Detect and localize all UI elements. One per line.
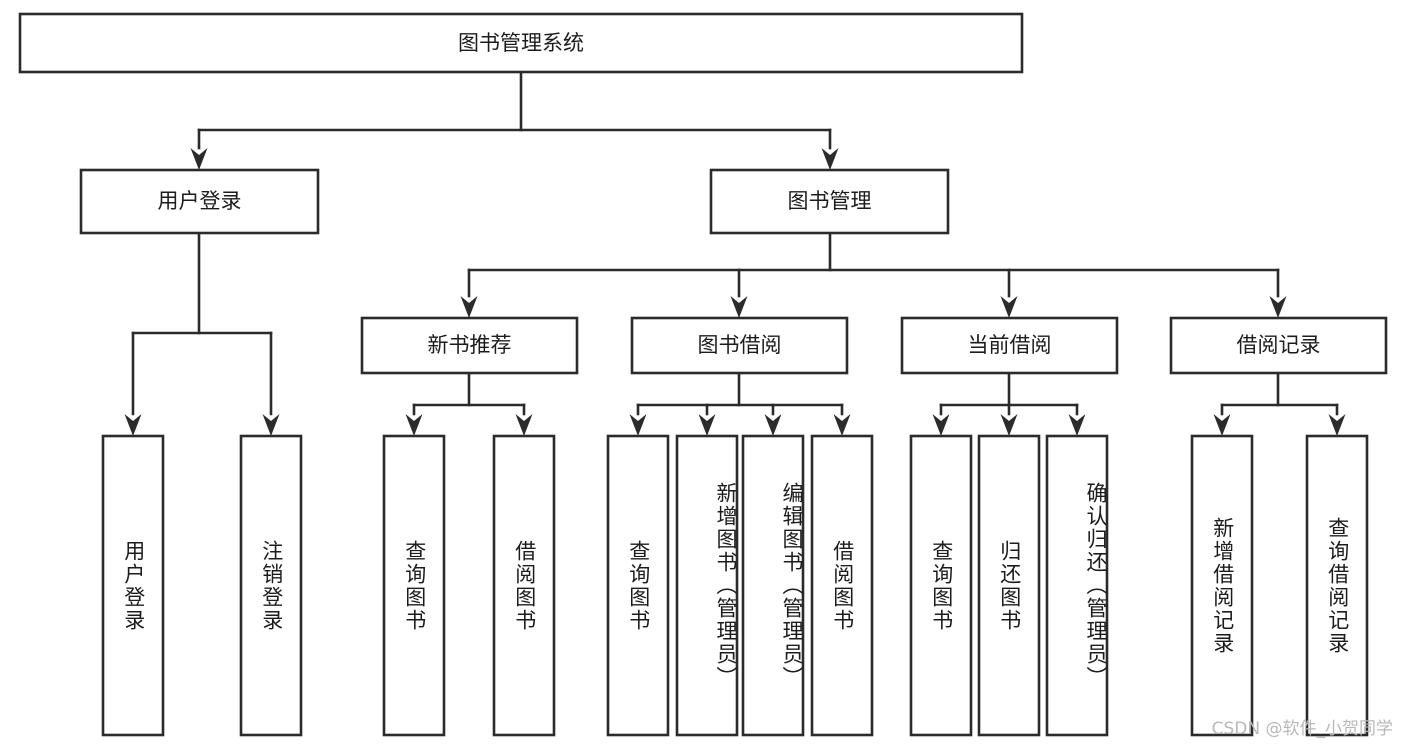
node-book-management[interactable]: 图书管理 — [709, 168, 950, 235]
connector-currentborrow-to-leaves — [932, 371, 1086, 436]
node-book-borrow-label: 图书借阅 — [698, 333, 782, 357]
leaf-box-confirm-return[interactable] — [1045, 434, 1109, 737]
node-root[interactable]: 图书管理系统 — [18, 12, 1024, 74]
connector-root-to-level1 — [190, 70, 839, 170]
node-user-login[interactable]: 用户登录 — [79, 168, 320, 235]
leaf-box-query-book-1[interactable] — [382, 434, 446, 737]
connector-bookmgmt-to-level2 — [460, 231, 1287, 318]
leaf-box-logout[interactable] — [239, 434, 303, 737]
csdn-watermark: CSDN @软件_小贺同学 — [1211, 719, 1393, 739]
connector-borrowrecord-to-leaves — [1213, 371, 1346, 436]
node-current-borrow[interactable]: 当前借阅 — [900, 316, 1119, 375]
node-new-book-recommend[interactable]: 新书推荐 — [360, 316, 579, 375]
node-current-borrow-label: 当前借阅 — [968, 333, 1052, 357]
leaf-box-borrow-book-2[interactable] — [810, 434, 874, 737]
node-borrow-record-label: 借阅记录 — [1237, 333, 1321, 357]
leaf-box-user-login[interactable] — [101, 434, 165, 737]
leaf-box-add-book[interactable] — [675, 434, 739, 737]
leaf-box-query-book-3[interactable] — [909, 434, 973, 737]
node-borrow-record[interactable]: 借阅记录 — [1169, 316, 1388, 375]
node-root-label: 图书管理系统 — [458, 31, 584, 55]
node-book-management-label: 图书管理 — [788, 189, 872, 213]
leaf-box-borrow-book-1[interactable] — [492, 434, 556, 737]
node-user-login-label: 用户登录 — [158, 189, 242, 213]
node-book-borrow[interactable]: 图书借阅 — [630, 316, 849, 375]
leaf-box-query-record[interactable] — [1305, 434, 1369, 737]
connector-newbook-to-leaves — [405, 371, 533, 436]
leaf-box-query-book-2[interactable] — [606, 434, 670, 737]
connector-userlogin-to-leaves — [124, 231, 280, 436]
connector-bookborrow-to-leaves — [629, 371, 851, 436]
leaf-box-add-record[interactable] — [1190, 434, 1254, 737]
node-new-book-recommend-label: 新书推荐 — [428, 333, 512, 357]
leaf-box-return-book[interactable] — [977, 434, 1041, 737]
leaf-box-edit-book[interactable] — [741, 434, 805, 737]
